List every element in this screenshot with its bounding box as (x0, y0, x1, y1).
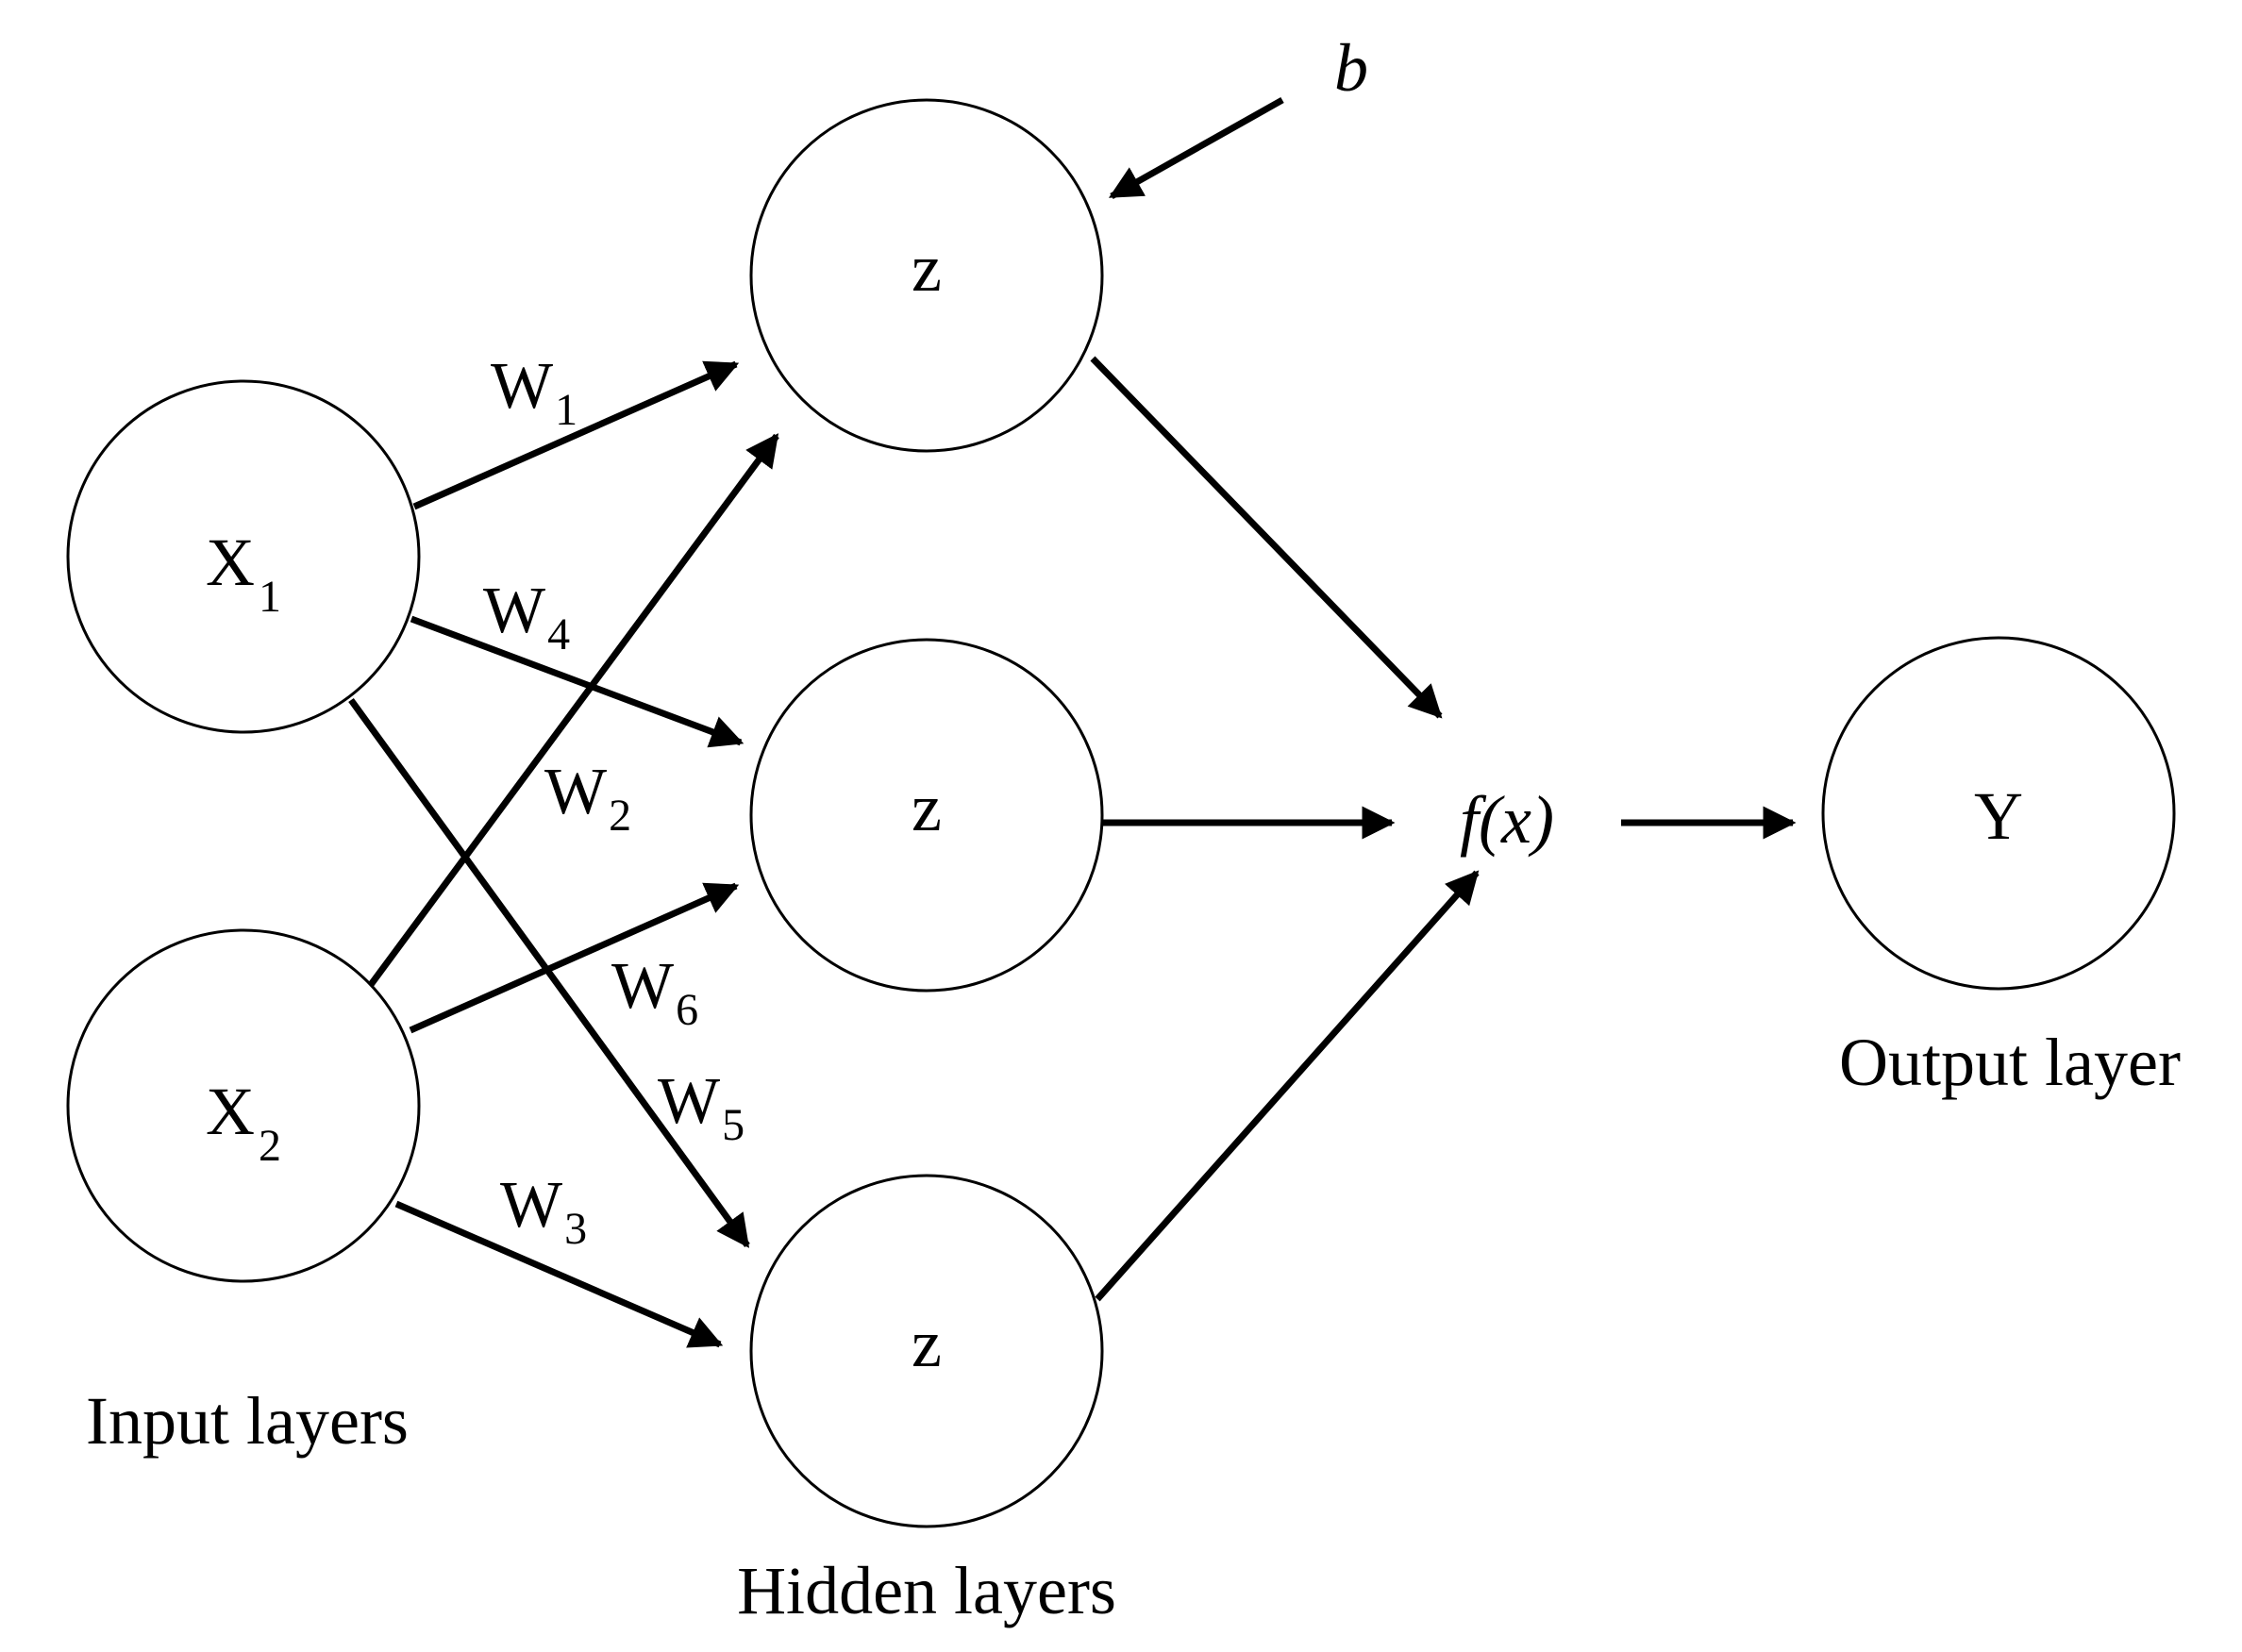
weight-label-w5: W5 (658, 1065, 745, 1150)
input-node-x2-subscript: 2 (259, 1121, 281, 1171)
weight-label-w1: W1 (491, 350, 577, 435)
hidden-node-3: z (749, 1174, 1104, 1528)
input-node-x1-label: X (206, 525, 255, 600)
edge-h3-fx (1095, 870, 1480, 1302)
input-node-x1: X1 (66, 379, 421, 734)
edge-x1-h2 (410, 615, 745, 748)
hidden-node-1: z (749, 98, 1104, 453)
edge-h1-fx (1090, 356, 1443, 719)
hidden-node-3-label: z (912, 1306, 942, 1381)
weight-label-w4: W4 (483, 575, 570, 659)
bias-label: b (1334, 30, 1368, 106)
hidden-layers-caption: Hidden layers (737, 1553, 1116, 1628)
input-node-x1-subscript: 1 (259, 572, 281, 622)
input-layers-caption: Input layers (86, 1383, 409, 1459)
edge-x1-h1 (412, 360, 740, 510)
output-node-y: Y (1821, 636, 2176, 991)
edge-x2-h2 (409, 882, 740, 1034)
activation-function-label: f(x) (1460, 782, 1554, 858)
bias-arrow (1108, 96, 1284, 200)
weight-label-w3: W3 (500, 1169, 587, 1254)
svg-text:X2: X2 (206, 1074, 281, 1171)
input-node-x2-label: X (206, 1074, 255, 1149)
hidden-node-2: z (749, 638, 1104, 993)
input-node-x2: X2 (66, 928, 421, 1283)
output-layer-caption: Output layer (1839, 1025, 2181, 1100)
edge-x2-h1 (367, 433, 779, 989)
weight-label-w2: W2 (544, 756, 631, 841)
edge-x2-h3 (394, 1200, 724, 1348)
hidden-node-2-label: z (912, 770, 942, 845)
svg-text:X1: X1 (206, 525, 281, 622)
edge-x1-h3 (348, 697, 750, 1248)
hidden-node-1-label: z (912, 230, 942, 306)
weight-label-w6: W6 (611, 950, 698, 1035)
output-node-y-label: Y (1974, 778, 2023, 854)
